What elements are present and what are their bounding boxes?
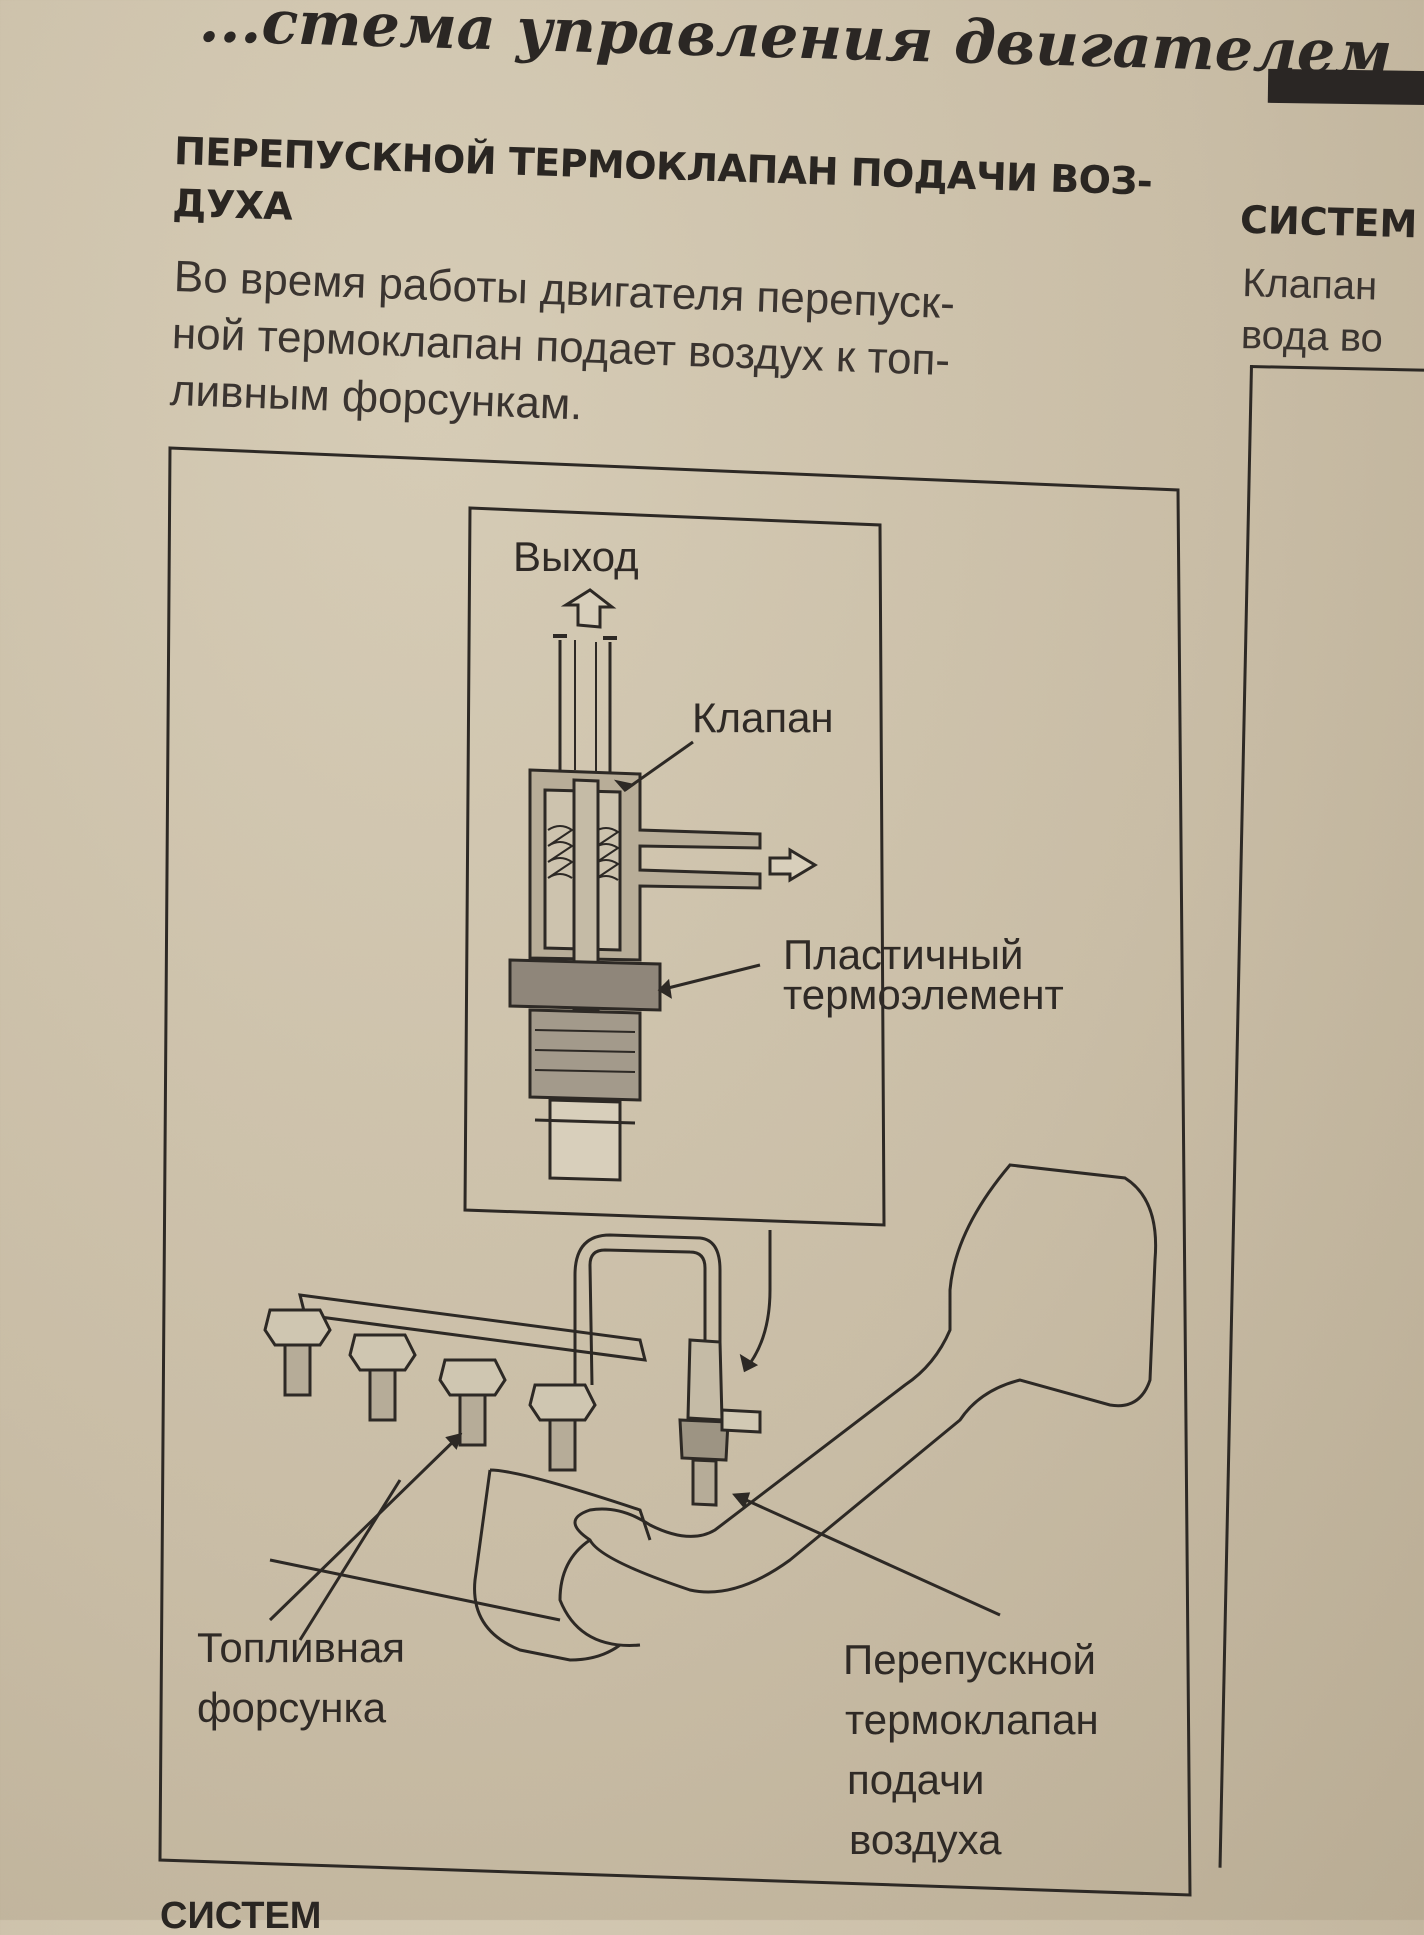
label-bypass-2: термоклапан (845, 1696, 1099, 1743)
thermo-leader-line (659, 963, 761, 992)
valve-leader-line (624, 740, 694, 792)
label-injector-2: форсунка (197, 1684, 387, 1731)
bottom-heading: СИСТЕМ (160, 1895, 322, 1935)
label-bypass-4: воздуха (849, 1816, 1002, 1863)
bypass-valve-icon (678, 1338, 762, 1507)
fuel-injector-icons (263, 1308, 597, 1472)
bypass-leader-line (734, 1493, 1001, 1617)
inset-to-valve-line (743, 1230, 772, 1371)
label-valve: Клапан (692, 694, 834, 741)
label-bypass-3: подачи (847, 1756, 985, 1803)
injector-leader-line-1 (268, 1433, 462, 1622)
air-hose (573, 1233, 722, 1386)
label-output: Выход (513, 533, 639, 580)
intake-manifold (473, 1468, 652, 1662)
label-bypass-1: Перепускной (843, 1636, 1096, 1683)
inset-frame (463, 506, 886, 1227)
label-injector-1: Топливная (197, 1624, 406, 1671)
output-arrow-icon (560, 588, 617, 629)
fuel-rail (298, 1293, 647, 1362)
intake-pipe (573, 1163, 1158, 1594)
label-thermo-element-2: термоэлемент (783, 971, 1064, 1018)
label-thermo-element-1: Пластичный (783, 931, 1024, 978)
figure-outer-frame (158, 446, 1192, 1897)
injector-leader-line-2 (298, 1479, 402, 1641)
inlet-arrow-icon (768, 847, 818, 883)
valve-cross-section-icon (508, 634, 762, 1182)
